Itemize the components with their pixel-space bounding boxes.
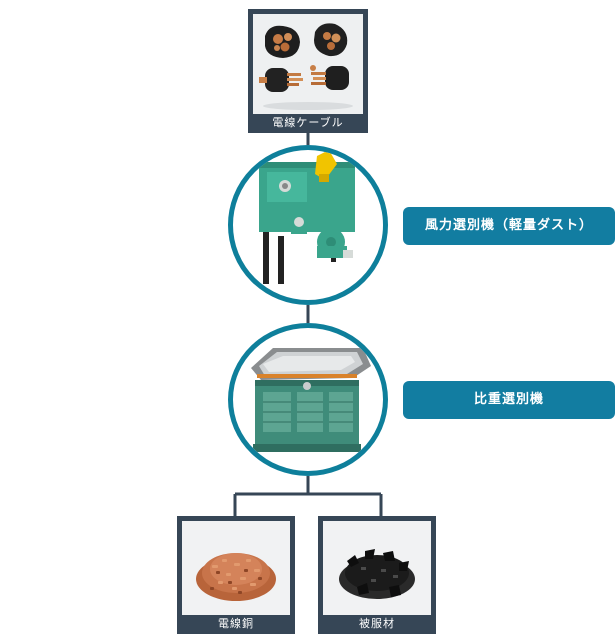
cable-photo bbox=[253, 14, 363, 114]
copper-photo bbox=[182, 521, 290, 615]
cable-cut-sections-icon bbox=[253, 14, 363, 114]
air-separator-machine-icon bbox=[259, 150, 355, 284]
gravity-separator-machine-icon bbox=[251, 348, 371, 452]
air-separator-circle bbox=[228, 145, 388, 305]
insulation-fragments-icon bbox=[323, 521, 431, 615]
gravity-separator-label: 比重選別機 bbox=[403, 381, 615, 419]
air-separator-label: 風力選別機（軽量ダスト） bbox=[403, 207, 615, 245]
insulation-photo bbox=[323, 521, 431, 615]
copper-granules-icon bbox=[182, 521, 290, 615]
output-insulation-caption: 被服材 bbox=[359, 617, 395, 630]
input-caption: 電線ケーブル bbox=[272, 116, 344, 129]
output-copper-caption: 電線銅 bbox=[218, 617, 254, 630]
output-copper-card: 電線銅 bbox=[177, 516, 295, 634]
gravity-separator-circle bbox=[228, 323, 388, 476]
output-insulation-card: 被服材 bbox=[318, 516, 436, 634]
input-cable-card: 電線ケーブル bbox=[248, 9, 368, 133]
